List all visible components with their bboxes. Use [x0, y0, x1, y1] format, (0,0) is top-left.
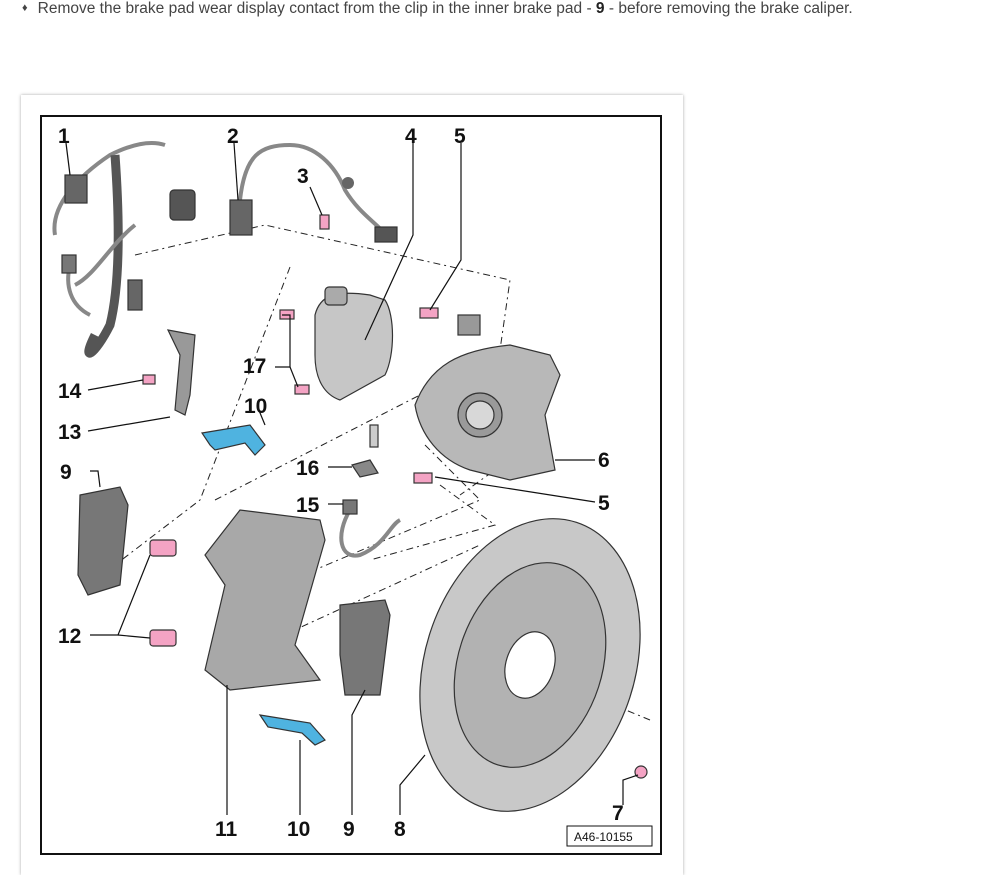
label-6: 6 — [598, 449, 610, 472]
bleeder-valve-part — [369, 424, 379, 448]
label-14: 14 — [58, 380, 82, 403]
brake-caliper-part — [414, 314, 561, 481]
label-11: 11 — [215, 818, 238, 841]
label-10-bottom: 10 — [287, 818, 310, 841]
brake-carrier-part — [204, 509, 326, 691]
disc-bolt-part — [634, 765, 648, 779]
label-15: 15 — [296, 494, 320, 517]
bullet-icon: ♦ — [22, 2, 28, 14]
brake-disc-part — [419, 518, 641, 812]
label-8: 8 — [394, 818, 406, 841]
label-17: 17 — [243, 355, 266, 378]
outer-brake-pad-part — [339, 599, 391, 696]
instruction-part-number: 9 — [595, 0, 605, 17]
instruction-text-end: - before removing the brake caliper. — [604, 0, 853, 17]
caliper-bolt-part — [419, 307, 439, 319]
label-3: 3 — [297, 165, 309, 188]
inner-brake-pad-part — [77, 486, 129, 596]
part-labels: 1 2 3 4 5 6 5 7 8 9 10 11 12 13 14 9 10 … — [58, 125, 624, 841]
pad-spring-part — [200, 424, 266, 456]
instruction-text-start: Remove the brake pad wear display contac… — [37, 0, 596, 17]
brake-hose-part — [339, 508, 402, 558]
wear-sensor-cable-part — [229, 142, 398, 243]
caliper-bolt-part — [413, 472, 433, 484]
figure-reference-box — [566, 825, 653, 847]
label-10-top: 10 — [244, 395, 267, 418]
bracket-bolt-part — [142, 374, 156, 385]
instruction-line: ♦ Remove the brake pad wear display conta… — [22, 0, 853, 19]
wiring-harness-part — [52, 141, 196, 358]
hose-fitting-part — [342, 499, 358, 515]
label-5-top: 5 — [454, 125, 466, 148]
spring-clip-part — [351, 459, 379, 478]
label-5-bottom: 5 — [598, 492, 610, 515]
label-16: 16 — [296, 457, 319, 480]
cable-clip-part — [319, 214, 330, 230]
label-4: 4 — [405, 125, 417, 148]
label-2: 2 — [227, 125, 239, 148]
leader-lines — [65, 142, 639, 815]
wire-bracket-part — [166, 329, 196, 416]
figure-reference: A46-10155 — [574, 830, 633, 844]
motor-bolt-part — [294, 384, 310, 395]
parking-brake-motor-part — [314, 286, 394, 401]
label-1: 1 — [58, 125, 70, 148]
label-7: 7 — [612, 802, 624, 825]
label-13: 13 — [58, 421, 81, 444]
brake-exploded-diagram: 1 2 3 4 5 6 5 7 8 9 10 11 12 13 14 9 10 … — [52, 125, 653, 847]
pad-spring-part — [258, 714, 326, 746]
label-9-top: 9 — [60, 461, 72, 484]
label-9-bottom: 9 — [343, 818, 355, 841]
carrier-bolt-part — [149, 539, 177, 557]
label-12: 12 — [58, 625, 81, 648]
carrier-bolt-part — [149, 629, 177, 647]
